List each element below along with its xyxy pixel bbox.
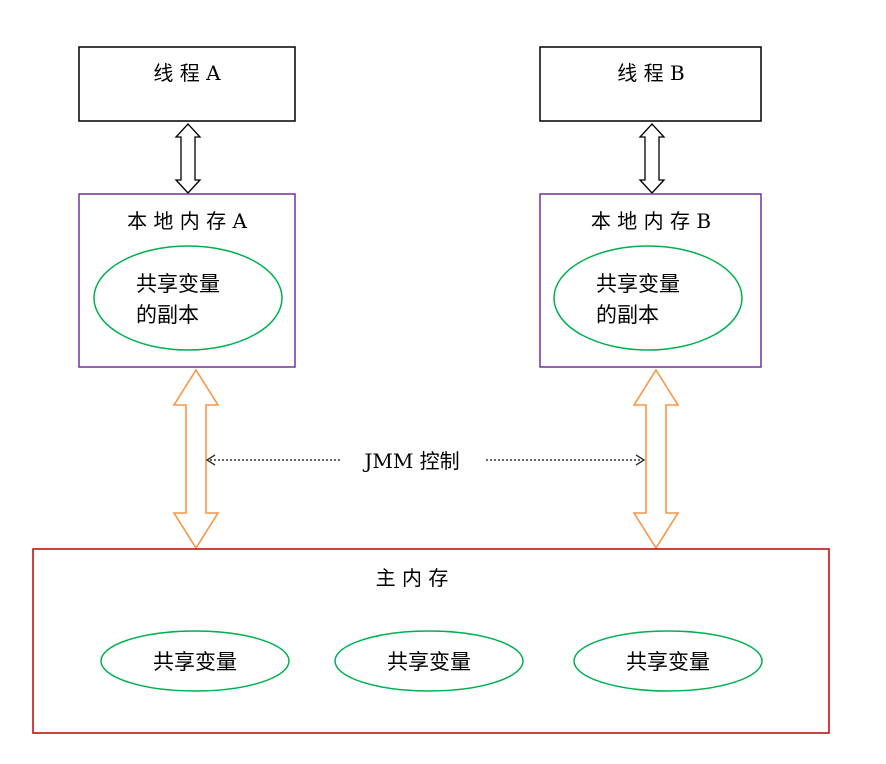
thread-a-box: [78, 46, 296, 122]
local-b-copy-line1: 共享变量: [596, 272, 680, 296]
jmm-left-arrowhead: [205, 454, 216, 466]
jmm-right-arrowhead: [635, 454, 646, 466]
thread-a-local-arrow: [174, 123, 202, 194]
local-memory-b-label: 本 地 内 存 B: [591, 209, 711, 233]
thread-b-box: [539, 46, 762, 122]
jmm-control-label: JMM 控制: [362, 449, 459, 473]
main-variable-label-2: 共享变量: [387, 650, 471, 674]
main-variable-ellipse-1: [100, 630, 290, 692]
local-b-main-arrow: [632, 368, 680, 550]
main-variable-ellipse-2: [334, 630, 524, 692]
local-b-copy-ellipse: [553, 245, 743, 351]
local-a-copy-line1: 共享变量: [136, 272, 220, 296]
local-a-copy-line2: 的副本: [136, 303, 199, 327]
main-variable-ellipse-3: [573, 630, 763, 692]
thread-a-label: 线 程 A: [153, 61, 221, 85]
thread-b-local-arrow: [638, 123, 666, 194]
local-a-main-arrow: [172, 368, 220, 550]
local-a-copy-ellipse: [93, 245, 283, 351]
thread-b-label: 线 程 B: [617, 61, 684, 85]
main-variable-label-3: 共享变量: [626, 650, 710, 674]
local-memory-a-label: 本 地 内 存 A: [127, 209, 247, 233]
main-memory-label: 主 内 存: [376, 566, 449, 590]
local-b-copy-line2: 的副本: [596, 303, 659, 327]
main-variable-label-1: 共享变量: [153, 650, 237, 674]
